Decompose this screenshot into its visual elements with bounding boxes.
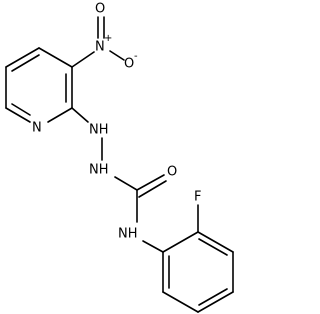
pyridine-nitrogen-label: N bbox=[32, 121, 42, 136]
bond bbox=[142, 240, 164, 253]
bond bbox=[198, 288, 228, 306]
bond bbox=[71, 51, 95, 68]
fluorophenyl-ring: F bbox=[162, 190, 234, 313]
nitro-oxygen-single-label: O bbox=[124, 57, 134, 72]
bond bbox=[138, 180, 167, 198]
hydrazine-nh-lower-label: NH bbox=[89, 163, 109, 178]
bond bbox=[109, 50, 125, 61]
bond bbox=[162, 231, 199, 253]
nitro-charge-minus: - bbox=[134, 51, 138, 62]
bond bbox=[5, 107, 31, 123]
bond bbox=[47, 107, 73, 123]
bond bbox=[114, 176, 138, 191]
hydrazide-chain: NH NH O NH bbox=[71, 107, 177, 253]
bond bbox=[11, 54, 40, 72]
nitro-nitrogen-label: N bbox=[95, 40, 105, 55]
carbonyl-oxygen-label: O bbox=[167, 165, 177, 180]
bond bbox=[5, 47, 40, 68]
bond bbox=[38, 47, 73, 68]
nitro-group: N + O O - bbox=[71, 2, 138, 72]
bond bbox=[136, 174, 165, 191]
amide-nh-label: NH bbox=[118, 227, 138, 242]
bond bbox=[197, 291, 234, 313]
hydrazine-nh-upper-label: NH bbox=[89, 123, 109, 138]
bond bbox=[162, 291, 199, 313]
pyridine-ring bbox=[5, 47, 73, 123]
bond bbox=[197, 231, 234, 253]
bond bbox=[198, 238, 228, 256]
nitro-oxygen-double-label: O bbox=[95, 2, 105, 17]
bond bbox=[11, 103, 31, 116]
molecule-canvas: N + O O - N NH NH O NH F bbox=[5, 2, 234, 313]
bond bbox=[71, 107, 89, 123]
nitro-charge-plus: + bbox=[104, 33, 112, 44]
molecule-structure: N + O O - N NH NH O NH F bbox=[5, 2, 234, 313]
fluorine-label: F bbox=[194, 190, 201, 205]
